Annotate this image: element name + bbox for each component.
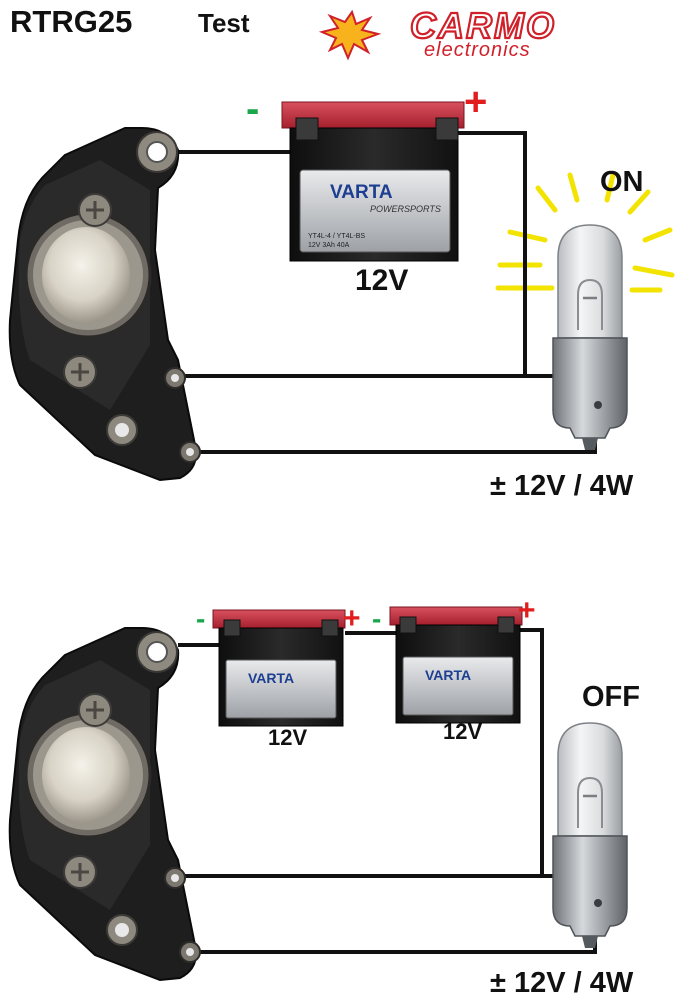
battery-model: YT4L-4 / YT4L-BS bbox=[308, 233, 365, 240]
logo-tagline: electronics bbox=[424, 39, 531, 61]
plus-sign: + bbox=[464, 80, 487, 124]
page-title: RTRG25 bbox=[10, 4, 133, 39]
state-off: OFF bbox=[582, 681, 640, 713]
battery-line: POWERSPORTS bbox=[370, 204, 441, 214]
bulb-icon bbox=[551, 223, 629, 452]
minus-sign: - bbox=[196, 603, 205, 634]
battery-icon: VARTA bbox=[212, 609, 346, 727]
minus-sign: - bbox=[372, 603, 381, 634]
top-circuit: VARTA POWERSPORTS YT4L-4 / YT4L-BS 12V 3… bbox=[8, 80, 675, 502]
wires-bottom bbox=[178, 628, 597, 954]
battery-icon: VARTA POWERSPORTS YT4L-4 / YT4L-BS 12V 3… bbox=[281, 101, 465, 262]
wires-top bbox=[178, 131, 597, 454]
logo-wordmark: CARMO bbox=[410, 5, 556, 46]
battery-voltage: 12V bbox=[443, 719, 482, 744]
regulator-icon bbox=[8, 626, 202, 982]
plus-sign: + bbox=[343, 602, 361, 635]
minus-sign: - bbox=[246, 87, 259, 131]
bulb-icon bbox=[551, 721, 629, 950]
regulator-icon bbox=[8, 126, 202, 482]
bulb-rating: ± 12V / 4W bbox=[490, 967, 634, 999]
glow-rays bbox=[495, 172, 675, 293]
bulb-rating: ± 12V / 4W bbox=[490, 470, 634, 502]
battery-spec: 12V 3Ah 40A bbox=[308, 242, 350, 249]
bottom-circuit: VARTA VARTA - + - + 12V 12V OFF ± 12V / … bbox=[8, 594, 640, 999]
state-on: ON bbox=[600, 166, 644, 198]
battery-brand: VARTA bbox=[330, 182, 393, 203]
battery-brand: VARTA bbox=[425, 667, 471, 683]
battery-voltage: 12V bbox=[355, 264, 408, 297]
spark-icon bbox=[318, 9, 382, 61]
plus-sign: + bbox=[518, 594, 536, 627]
battery-brand: VARTA bbox=[248, 670, 294, 686]
battery-voltage: 12V bbox=[268, 725, 307, 750]
battery-icon: VARTA bbox=[389, 606, 523, 724]
page-subtitle: Test bbox=[198, 8, 250, 38]
carmo-logo: CARMO electronics bbox=[318, 4, 556, 61]
